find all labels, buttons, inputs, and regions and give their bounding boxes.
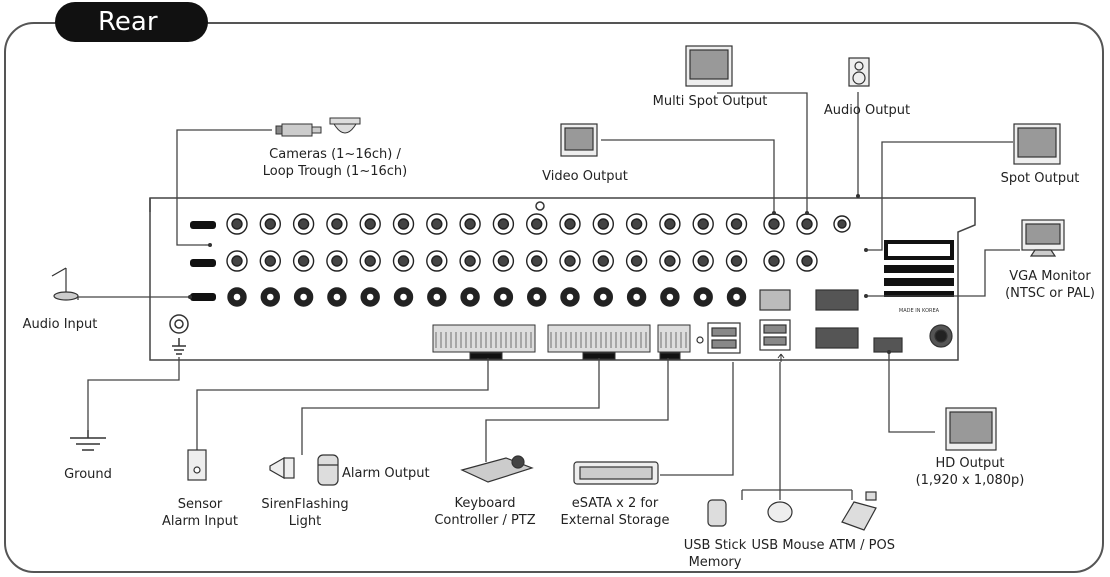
sensor-icon	[187, 449, 207, 481]
ground-label: Ground	[64, 467, 112, 482]
usb-icon	[777, 353, 785, 362]
camera-icon	[275, 123, 322, 137]
atm-pos-icon	[841, 491, 877, 531]
alarm-output-label: Alarm Output	[342, 466, 430, 481]
line-dots	[188, 194, 891, 354]
microphone-icon	[51, 267, 79, 301]
flashing-light-icon	[317, 454, 339, 486]
audio-input-label: Audio Input	[22, 317, 98, 332]
dome-camera-icon	[329, 117, 361, 134]
esata-storage-icon	[573, 461, 659, 485]
atm-pos-label: ATM / POS	[828, 538, 895, 553]
multi-spot-monitor-icon	[685, 45, 733, 87]
vga-monitor-icon	[1021, 219, 1065, 257]
usb-stick-icon	[707, 499, 727, 527]
ground-terminal	[169, 314, 189, 355]
siren-label-2: Light	[288, 514, 322, 529]
usb-stick-label-2: Memory	[688, 555, 742, 570]
diagram-frame	[4, 22, 1104, 573]
video-monitor-icon	[560, 123, 598, 157]
connection-lines	[77, 92, 1020, 500]
video-output-label: Video Output	[542, 169, 628, 184]
speaker-icon	[848, 57, 870, 87]
io-ports	[696, 289, 953, 354]
vga-monitor-label-1: VGA Monitor	[1009, 269, 1091, 284]
screw-icon	[535, 201, 545, 211]
hd-monitor-icon	[945, 407, 997, 451]
usb-stick-label-1: USB Stick	[683, 538, 747, 553]
siren-label-1: SirenFlashing	[261, 497, 349, 512]
usb-mouse-label: USB Mouse	[751, 538, 825, 553]
sensor-label-2: Alarm Input	[161, 514, 239, 529]
rating-label: MADE IN KOREA	[884, 240, 954, 314]
keyboard-label-2: Controller / PTZ	[434, 513, 536, 528]
spot-output-label: Spot Output	[1000, 171, 1080, 186]
hd-output-label-1: HD Output	[935, 456, 1005, 471]
keyboard-label-1: Keyboard	[454, 496, 516, 511]
cameras-label-1: Cameras (1~16ch) /	[269, 147, 401, 162]
made-in-label: MADE IN KOREA	[899, 308, 940, 314]
terminal-blocks	[432, 324, 691, 360]
keyboard-controller-icon	[460, 455, 534, 483]
hd-output-label-2: (1,920 x 1,080p)	[915, 473, 1025, 488]
multi-spot-output-label: Multi Spot Output	[652, 94, 768, 109]
esata-label-2: External Storage	[560, 513, 670, 528]
siren-icon	[269, 456, 295, 480]
sensor-label-1: Sensor	[177, 497, 223, 512]
spot-monitor-icon	[1013, 123, 1061, 165]
port-tags	[190, 221, 216, 301]
bnc-connectors	[226, 213, 851, 307]
esata-label-1: eSATA x 2 for	[571, 496, 659, 511]
page-title: Rear	[55, 2, 208, 42]
vga-monitor-label-2: (NTSC or PAL)	[1005, 286, 1095, 301]
cameras-label-2: Loop Trough (1~16ch)	[262, 164, 408, 179]
usb-mouse-icon	[767, 501, 793, 523]
audio-output-label: Audio Output	[823, 103, 911, 118]
ground-symbol-icon	[70, 430, 106, 451]
